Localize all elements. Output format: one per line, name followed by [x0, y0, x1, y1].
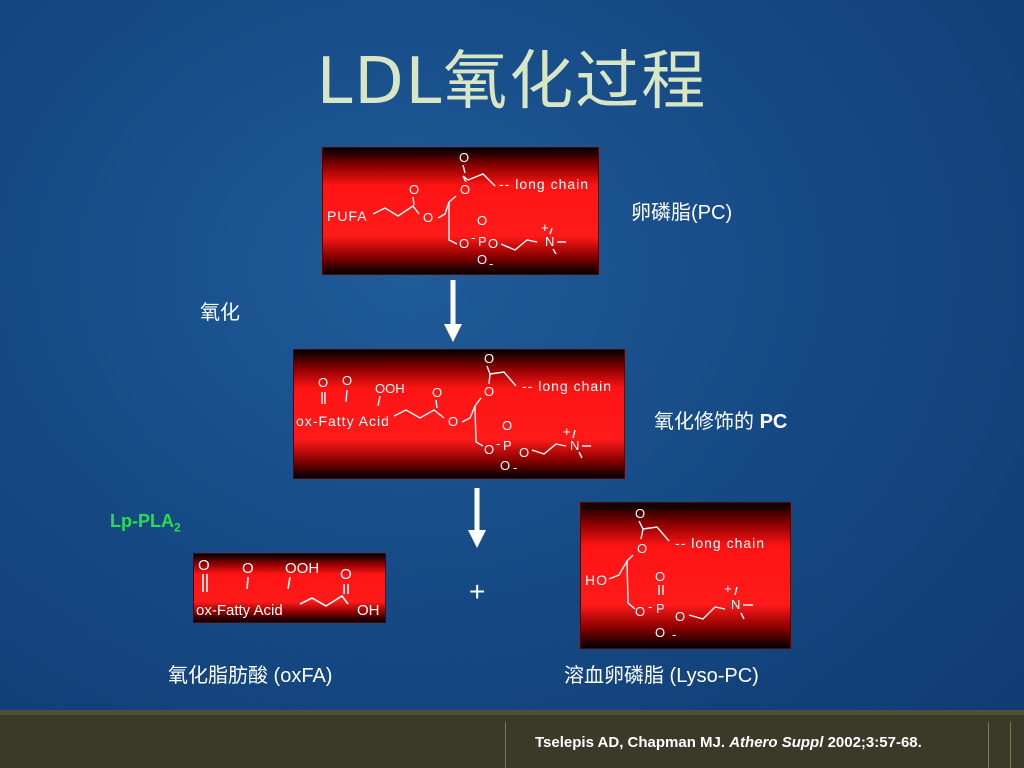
slide-title: LDL氧化过程 — [316, 45, 708, 119]
ox-pc-structure-box: O -- long chain O O O OOH O ox-Fatty Aci… — [293, 349, 625, 479]
lyso-pc-structure-box: O -- long chain O HO O O - P O O - + N — [580, 502, 791, 649]
svg-text:-- long chain: -- long chain — [499, 176, 589, 192]
svg-text:O: O — [635, 604, 645, 619]
svg-text:-: - — [489, 256, 493, 271]
svg-text:OOH: OOH — [375, 381, 405, 396]
svg-text:O: O — [198, 557, 210, 574]
lyso-pc-structure-diagram: O -- long chain O HO O O - P O O - + N — [585, 506, 765, 642]
svg-text:O: O — [502, 418, 512, 433]
svg-text:N: N — [570, 438, 579, 453]
ox-pc-label-suffix: PC — [759, 411, 788, 433]
citation-journal: Athero Suppl — [729, 734, 824, 751]
svg-text:ox-Fatty Acid: ox-Fatty Acid — [296, 413, 390, 429]
svg-text:-: - — [672, 627, 676, 642]
enzyme-name: Lp-PLA — [110, 511, 174, 531]
svg-text:O: O — [477, 252, 487, 267]
lyso-pc-label: 溶血卵磷脂 (Lyso-PC) — [564, 665, 759, 687]
svg-text:O: O — [432, 385, 442, 400]
citation-authors: Tselepis AD, Chapman MJ. — [535, 734, 726, 751]
svg-text:ox-Fatty Acid: ox-Fatty Acid — [196, 602, 283, 619]
pc-label: 卵磷脂(PC) — [631, 202, 733, 224]
svg-text:+: + — [724, 581, 732, 596]
svg-text:P: P — [478, 234, 487, 249]
svg-text:P: P — [503, 438, 512, 453]
ox-pc-label-prefix: 氧化修饰的 — [654, 411, 754, 433]
svg-text:OH: OH — [357, 602, 380, 619]
svg-text:O: O — [242, 560, 254, 577]
svg-text:O: O — [459, 150, 469, 165]
svg-text:+: + — [541, 220, 549, 235]
svg-text:O: O — [423, 210, 433, 225]
pc-structure-diagram: O -- long chain O O PUFA O O O - P O O -… — [327, 150, 589, 271]
svg-text:O: O — [500, 458, 510, 473]
ox-pc-structure-diagram: O -- long chain O O O OOH O ox-Fatty Aci… — [296, 351, 612, 475]
svg-text:OOH: OOH — [285, 560, 319, 577]
svg-text:-: - — [496, 436, 500, 451]
svg-text:-: - — [513, 460, 517, 475]
footer-divider — [988, 722, 989, 768]
svg-text:HO: HO — [585, 572, 608, 588]
svg-text:P: P — [656, 601, 665, 616]
svg-text:O: O — [460, 182, 470, 197]
pc-structure-box: O -- long chain O O PUFA O O O - P O O -… — [322, 147, 599, 275]
oxfa-structure-box: O O OOH O ox-Fatty Acid OH — [193, 553, 386, 623]
footer-strip — [0, 710, 1024, 715]
citation-ref: 2002;3:57-68. — [827, 734, 922, 751]
svg-text:-: - — [471, 230, 475, 245]
down-arrow-icon-2 — [468, 488, 486, 548]
plus-sign: + — [469, 576, 486, 607]
enzyme-label: Lp-PLA2 — [110, 511, 181, 535]
svg-text:O: O — [519, 445, 529, 460]
footer-bar: Tselepis AD, Chapman MJ. Athero Suppl 20… — [0, 710, 1024, 768]
svg-text:O: O — [484, 351, 494, 366]
svg-text:O: O — [340, 566, 352, 583]
oxidation-label: 氧化 — [200, 302, 240, 324]
down-arrow-icon — [444, 280, 462, 342]
svg-text:O: O — [488, 236, 498, 251]
enzyme-subscript: 2 — [173, 520, 181, 535]
footer-divider — [1010, 722, 1011, 768]
svg-text:N: N — [545, 234, 554, 249]
svg-text:-- long chain: -- long chain — [522, 378, 612, 394]
svg-text:O: O — [448, 414, 458, 429]
oxfa-structure-diagram: O O OOH O ox-Fatty Acid OH — [196, 557, 380, 619]
svg-text:O: O — [318, 375, 328, 390]
svg-text:N: N — [731, 597, 740, 612]
svg-text:PUFA: PUFA — [327, 208, 368, 224]
svg-text:O: O — [409, 182, 419, 197]
svg-text:O: O — [675, 609, 685, 624]
svg-text:O: O — [484, 442, 494, 457]
svg-text:O: O — [342, 373, 352, 388]
svg-text:O: O — [484, 384, 494, 399]
svg-text:O: O — [635, 506, 645, 521]
citation: Tselepis AD, Chapman MJ. Athero Suppl 20… — [535, 734, 922, 751]
svg-text:O: O — [637, 541, 647, 556]
svg-text:+: + — [563, 424, 571, 439]
svg-text:-- long chain: -- long chain — [675, 535, 765, 551]
svg-text:O: O — [655, 625, 665, 640]
oxfa-label: 氧化脂肪酸 (oxFA) — [168, 665, 333, 687]
svg-text:-: - — [648, 599, 652, 614]
ox-pc-label: 氧化修饰的 PC — [654, 405, 787, 434]
svg-text:O: O — [477, 213, 487, 228]
svg-text:O: O — [655, 569, 665, 584]
svg-text:O: O — [459, 236, 469, 251]
footer-divider — [505, 722, 506, 768]
